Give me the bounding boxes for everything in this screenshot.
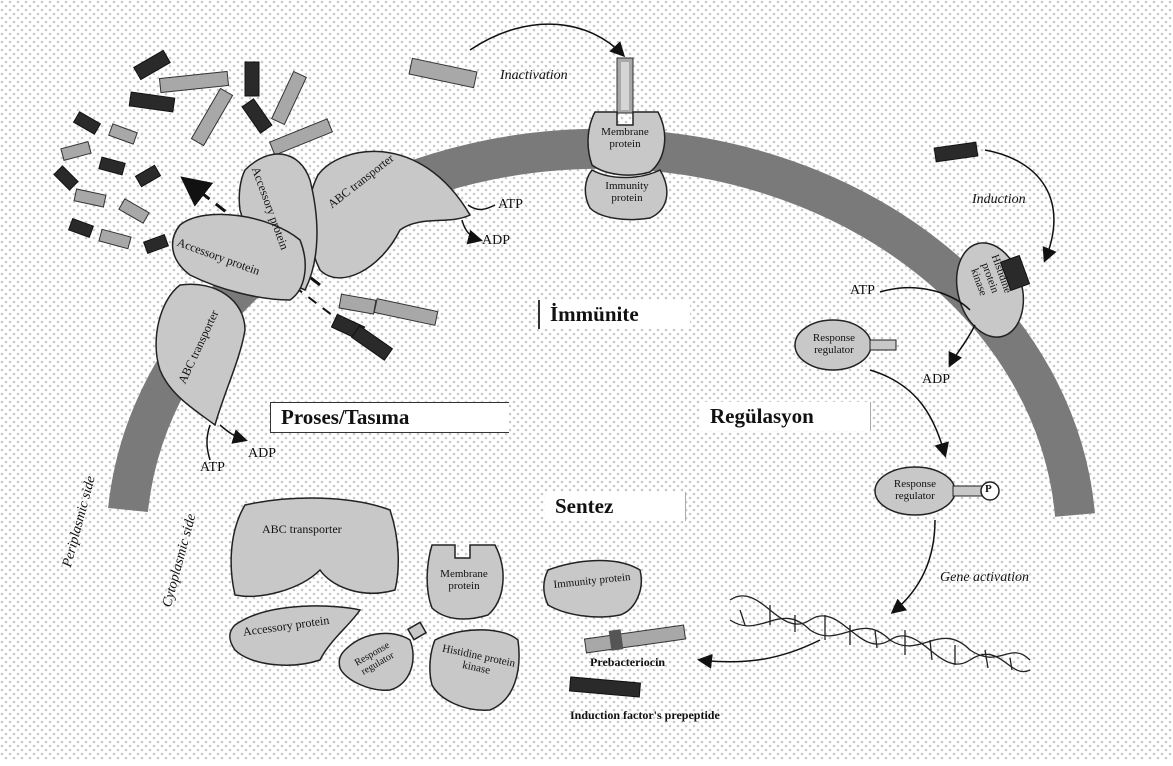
induction-label: Induction [972,192,1026,207]
induction-factor-label: Induction factor's prepeptide [570,708,720,722]
adp-arrow-top [461,219,483,245]
atp-arrow-bottom [206,424,211,461]
rr-arrow [869,369,949,458]
abc-transporter-lower [155,283,246,427]
atp-label-right: ATP [850,283,875,298]
adp-label-top: ADP [482,233,511,248]
extracellular-peptides [53,49,979,255]
adp-label-bottom: ADP [248,446,277,461]
induction-factor-icon [568,676,642,698]
atp-label-top: ATP [498,197,523,212]
response-regulator-1-label: Response regulator [812,332,856,356]
induction-arrow [984,149,1057,263]
adp-arrow-right [948,324,976,368]
atp-arrow-right [879,286,971,311]
immunity-protein-shape [584,169,668,221]
immunity-protein-label: Immunity protein [605,180,649,204]
free-membrane-protein-label: Membrane protein [440,568,488,592]
phosphate-label: P [985,483,992,495]
free-histidine-kinase [429,629,520,711]
membrane-protein-label: Membrane protein [601,126,649,150]
prebacteriocin-label: Prebacteriocin [590,655,666,669]
response-regulator-2-label: Response regulator [893,478,937,502]
adp-label-right: ADP [922,372,951,387]
atp-label-bottom: ATP [200,460,225,475]
gene-activation-arrow [890,519,936,614]
phosphate-circle [980,481,1000,501]
inactivation-arrow [469,23,626,58]
atp-arrow-top [467,204,496,211]
dna-helix [729,595,1031,673]
free-membrane-protein [426,544,504,620]
adp-arrow-bottom [219,424,248,444]
free-accessory-protein [229,605,362,666]
gene-activation-label: Gene activation [940,570,1030,585]
free-response-regulator [338,632,414,691]
section-label-immunity: İmmünite [538,300,690,329]
section-label-prose: Proses/Tasıma [270,402,509,433]
free-immunity-protein [543,559,642,618]
transcription-arrow [697,639,821,669]
free-abc-transporter-label: ABC transporter [262,522,342,536]
prepeptides-at-transporter [330,293,439,361]
free-abc-transporter [230,497,400,597]
section-label-regulation: Regülasyon [700,402,871,431]
accessory-protein-middle [171,213,306,301]
membrane-protein-shape [587,111,666,176]
prebacteriocin-icon [583,624,687,654]
inactivation-label: Inactivation [500,68,568,83]
section-label-synthesis: Sentez [545,492,686,521]
